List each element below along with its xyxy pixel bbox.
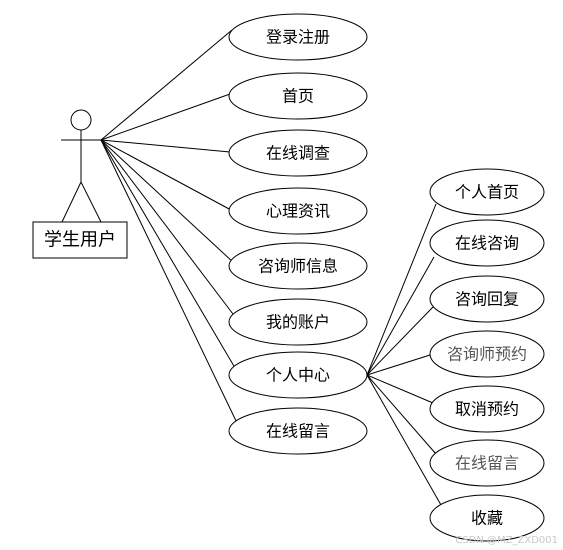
personal-center-associations (366, 203, 442, 506)
assoc-consult-reply (366, 306, 434, 376)
actor-label-border (32, 221, 128, 259)
assoc-home (100, 93, 231, 141)
use-case-message: 在线留言 (228, 407, 368, 455)
use-case-login: 登录注册 (228, 13, 368, 61)
assoc-online-message (366, 374, 437, 455)
use-case-label: 咨询师预约 (447, 345, 527, 364)
use-case-label: 在线留言 (455, 454, 519, 473)
assoc-personal-center (100, 139, 239, 374)
use-case-survey: 在线调查 (228, 129, 368, 177)
assoc-account (100, 139, 237, 319)
use-case-label: 首页 (282, 87, 314, 106)
actor-label: 学生用户 (44, 230, 116, 251)
assoc-counselor-booking (366, 354, 431, 376)
use-case-home: 首页 (228, 72, 368, 120)
assoc-cancel-booking (366, 374, 434, 404)
use-case-personal-home: 个人首页 (429, 168, 545, 216)
use-case-label: 登录注册 (266, 28, 330, 47)
use-case-label: 心理资讯 (266, 202, 330, 221)
use-case-counselor-info: 咨询师信息 (228, 242, 368, 290)
assoc-login (100, 29, 233, 141)
assoc-online-consult (366, 256, 435, 376)
use-case-account: 我的账户 (228, 298, 368, 346)
use-case-personal-center: 个人中心 (228, 351, 368, 399)
assoc-message (100, 139, 239, 426)
use-case-label: 个人中心 (266, 366, 330, 385)
use-case-counselor-booking: 咨询师预约 (429, 330, 545, 378)
use-case-online-consult: 在线咨询 (429, 219, 545, 267)
use-case-label: 在线留言 (266, 422, 330, 441)
use-case-news: 心理资讯 (228, 187, 368, 235)
assoc-favorites (366, 374, 442, 506)
use-case-online-message: 在线留言 (429, 439, 545, 487)
use-case-label: 咨询回复 (455, 290, 519, 309)
actor-associations (100, 29, 239, 426)
use-case-label: 在线咨询 (455, 234, 519, 253)
actor-figure (61, 109, 102, 223)
use-case-label: 咨询师信息 (258, 257, 338, 276)
use-case-consult-reply: 咨询回复 (429, 275, 545, 323)
actor-right-leg (80, 181, 102, 223)
use-case-label: 取消预约 (455, 400, 519, 419)
use-case-label: 收藏 (471, 509, 503, 528)
assoc-personal-home (366, 203, 437, 376)
actor-label-box: 学生用户 (32, 221, 128, 259)
use-case-label: 在线调查 (266, 144, 330, 163)
watermark: CSDN @MZ_ZXD001 (455, 535, 558, 546)
assoc-survey (100, 139, 231, 153)
use-case-label: 我的账户 (266, 313, 330, 332)
assoc-counselor-info (100, 139, 235, 264)
use-case-label: 个人首页 (455, 183, 519, 202)
actor-left-leg (61, 181, 82, 223)
use-case-favorites: 收藏 (429, 494, 545, 542)
actor-head (70, 109, 92, 131)
use-case-cancel-booking: 取消预约 (429, 385, 545, 433)
assoc-news (100, 139, 232, 211)
